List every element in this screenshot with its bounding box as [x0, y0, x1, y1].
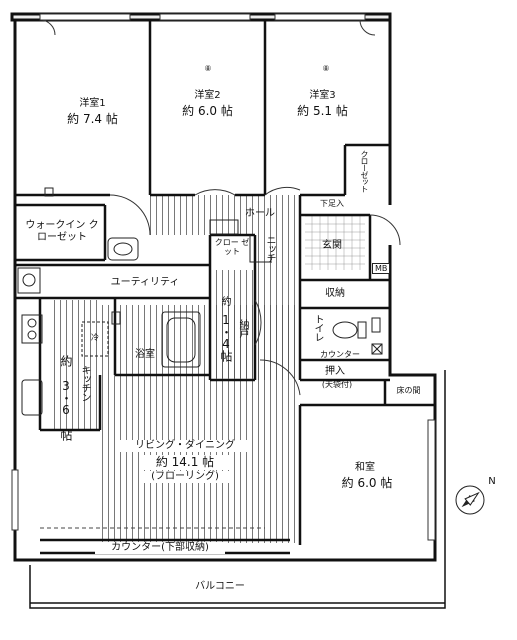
living-floor-label: (フローリング): [140, 471, 230, 483]
hall-floor-hatch: [150, 195, 300, 235]
closet-label: クローゼット: [360, 150, 369, 192]
japanese-size: 約 6.0 帖: [341, 476, 393, 490]
niche-label: ニッチ: [264, 235, 275, 262]
entrance-label: 玄関: [322, 240, 342, 251]
walk-in-closet-label: ウォークイン クローゼット: [25, 220, 99, 243]
toilet-label: トイレ: [312, 313, 323, 341]
storage-label: 収納: [325, 288, 345, 299]
door-swings: [39, 19, 401, 396]
compass-north-label: N: [488, 476, 496, 487]
interior-walls: [15, 20, 435, 555]
marker-icon: ⑧: [204, 64, 212, 73]
corridor-floor-hatch: [255, 235, 300, 380]
japanese-name: 和室: [355, 462, 375, 473]
shoe-storage-label: 下足入: [320, 199, 344, 208]
balcony-outline: [29, 370, 446, 609]
windows: [11, 13, 436, 541]
washbasin: [107, 237, 139, 261]
closet2-label: クロー ゼット: [214, 238, 250, 256]
storage-room-size: 1・4帖: [219, 313, 233, 361]
entrance-tiles: [305, 215, 365, 270]
fixtures: [17, 187, 383, 416]
marker-icon-2: ⑧: [322, 64, 330, 73]
sink: [21, 379, 43, 416]
storage-room-name: 納戸: [237, 318, 248, 337]
oshiire-sub-label: (天袋付): [321, 380, 353, 389]
storage-room-size-a: 約: [219, 296, 230, 305]
room-western2-size: 約 6.0 帖: [182, 104, 233, 118]
fridge-space: [81, 321, 109, 357]
room-western3-size: 約 5.1 帖: [297, 104, 348, 118]
tokonoma-label: 床の間: [396, 386, 421, 395]
balcony-label: バルコニー: [195, 581, 245, 592]
room-western1-name: 洋室1: [79, 98, 106, 109]
kitchen-floor-hatch: [50, 300, 100, 430]
room-western3-name: 洋室3: [309, 90, 336, 101]
mb-label: MB: [372, 263, 391, 274]
toilet-bowl: [332, 321, 358, 339]
washer-space: [17, 267, 41, 294]
compass-icon: [455, 485, 485, 515]
living-name: リビング・ダイニング: [120, 440, 250, 452]
stove: [21, 314, 43, 344]
kitchen-size: 約 3・6 帖: [59, 355, 73, 440]
counter-small-label: カウンター: [320, 350, 360, 359]
living-size: 約 14.1 帖: [140, 455, 230, 470]
room-western2-name: 洋室2: [194, 90, 221, 101]
oshiire-label: 押入: [325, 366, 345, 377]
utility-label: ユーティリティ: [110, 277, 180, 288]
room-western1-size: 約 7.4 帖: [67, 112, 118, 126]
kitchen-name: キッチン: [79, 365, 90, 401]
storage-floor-hatch: [210, 270, 255, 378]
bathtub: [161, 311, 201, 368]
bath-label: 浴室: [135, 349, 155, 360]
hall-label: ホール: [245, 208, 275, 219]
fridge-label: 冷: [91, 333, 99, 342]
counter-bottom-label: カウンター(下部収納): [95, 542, 225, 554]
